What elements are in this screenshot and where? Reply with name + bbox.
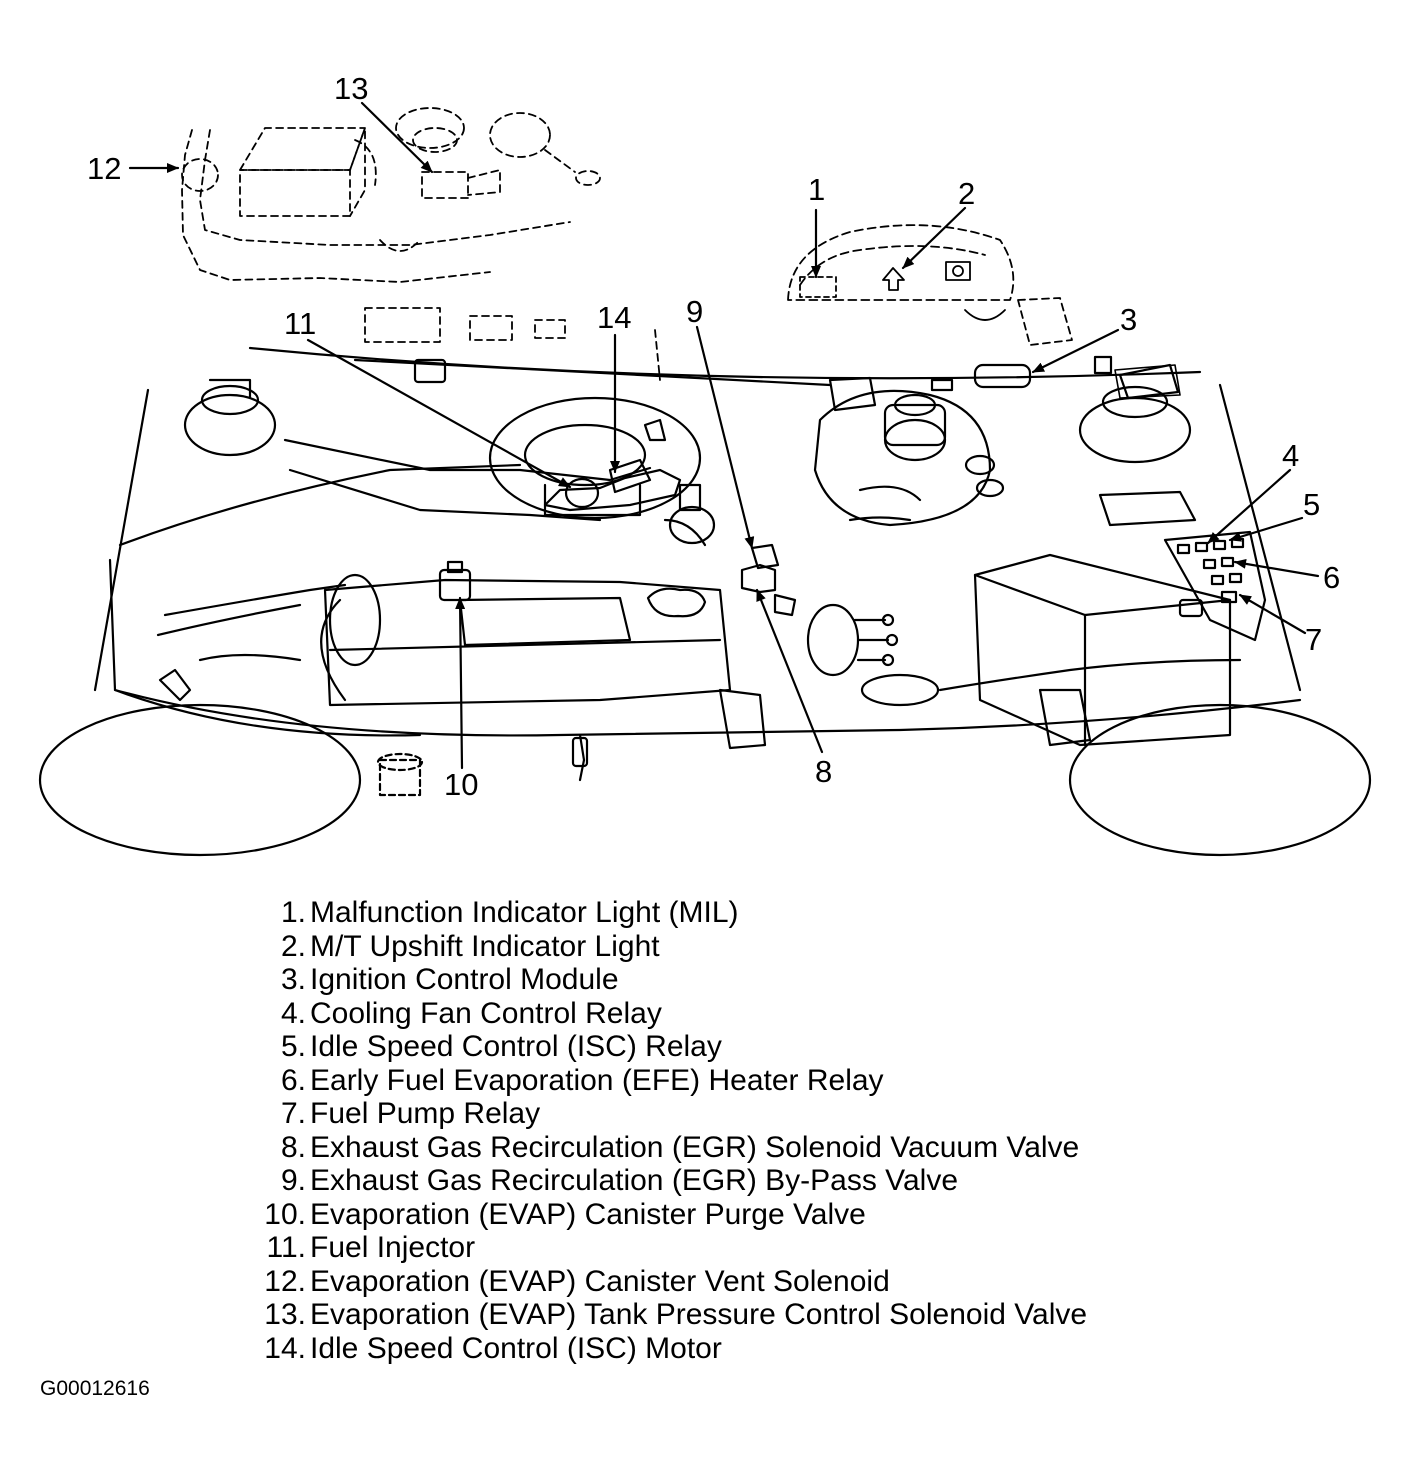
- legend-label: Evaporation (EVAP) Tank Pressure Control…: [310, 1298, 1088, 1331]
- legend-number: 9.: [280, 1164, 306, 1197]
- cowl-line: [248, 346, 1202, 380]
- callout-3: 3: [1120, 302, 1137, 337]
- legend-item: 13.Evaporation (EVAP) Tank Pressure Cont…: [250, 1298, 1250, 1332]
- legend-item: 12.Evaporation (EVAP) Canister Vent Sole…: [250, 1265, 1250, 1299]
- callout-numbers: 1 2 3 4 5 6 7 8 9 10 11 12 13 14: [87, 71, 1340, 802]
- legend-item: 9.Exhaust Gas Recirculation (EGR) By-Pas…: [250, 1164, 1250, 1198]
- engine-bay-outline: [93, 355, 1302, 797]
- legend-label: Exhaust Gas Recirculation (EGR) Solenoid…: [310, 1130, 1080, 1164]
- legend-label: Early Fuel Evaporation (EFE) Heater Rela…: [310, 1063, 884, 1097]
- legend-number: 6.: [280, 1063, 306, 1097]
- leader-lines: [128, 101, 1320, 770]
- callout-1: 1: [808, 172, 825, 207]
- legend-label: Cooling Fan Control Relay: [310, 996, 662, 1030]
- legend-item: 6.Early Fuel Evaporation (EFE) Heater Re…: [250, 1064, 1250, 1098]
- evap-tank-inset: [181, 107, 661, 381]
- callout-7: 7: [1305, 622, 1322, 657]
- legend-item: 5.Idle Speed Control (ISC) Relay: [250, 1030, 1250, 1064]
- engine-component-locator-diagram: 1 2 3 4 5 6 7 8 9 10 11 12 13 14: [38, 71, 1372, 857]
- callout-12: 12: [87, 151, 121, 186]
- callout-11: 11: [284, 306, 316, 341]
- legend-label: Exhaust Gas Recirculation (EGR) By-Pass …: [310, 1164, 959, 1197]
- legend-item: 1.Malfunction Indicator Light (MIL): [250, 896, 1250, 930]
- legend-item: 11.Fuel Injector: [250, 1231, 1250, 1265]
- legend-label: Evaporation (EVAP) Canister Purge Valve: [310, 1197, 866, 1231]
- legend-label: Fuel Injector: [310, 1231, 476, 1264]
- callout-13: 13: [334, 71, 368, 106]
- legend-item: 10.Evaporation (EVAP) Canister Purge Val…: [250, 1198, 1250, 1232]
- legend-label: Idle Speed Control (ISC) Relay: [310, 1030, 722, 1063]
- legend-item: 4.Cooling Fan Control Relay: [250, 997, 1250, 1031]
- legend-number: 8.: [280, 1130, 306, 1164]
- callout-10: 10: [444, 767, 478, 802]
- legend-number: 2.: [280, 929, 306, 963]
- figure-id: G00012616: [40, 1377, 150, 1400]
- legend-item: 14.Idle Speed Control (ISC) Motor: [250, 1332, 1250, 1366]
- legend-number: 4.: [280, 996, 306, 1030]
- legend-label: Idle Speed Control (ISC) Motor: [310, 1331, 722, 1365]
- legend-label: Ignition Control Module: [310, 963, 619, 996]
- legend-number: 7.: [280, 1097, 306, 1130]
- legend-label: Malfunction Indicator Light (MIL): [310, 896, 739, 929]
- legend-number: 10.: [264, 1197, 306, 1231]
- callout-14: 14: [597, 300, 631, 335]
- legend-label: M/T Upshift Indicator Light: [310, 929, 660, 963]
- cowl-line-lower: [353, 358, 832, 387]
- callout-8: 8: [815, 754, 832, 789]
- legend-label: Fuel Pump Relay: [310, 1097, 541, 1130]
- legend-number: 3.: [280, 963, 306, 996]
- legend-number: 14.: [264, 1331, 306, 1365]
- legend-number: 13.: [264, 1298, 306, 1331]
- legend-item: 8.Exhaust Gas Recirculation (EGR) Soleno…: [250, 1131, 1250, 1165]
- callout-5: 5: [1303, 487, 1320, 522]
- instrument-cluster: [787, 224, 1073, 346]
- legend-label: Evaporation (EVAP) Canister Vent Solenoi…: [310, 1264, 890, 1298]
- legend-item: 3.Ignition Control Module: [250, 963, 1250, 997]
- legend-number: 5.: [280, 1030, 306, 1063]
- legend-number: 1.: [280, 896, 306, 929]
- callout-9: 9: [686, 294, 703, 329]
- legend-item: 7.Fuel Pump Relay: [250, 1097, 1250, 1131]
- callout-2: 2: [958, 176, 975, 211]
- right-wheel-shape: [1068, 703, 1372, 857]
- left-wheel-shape: [38, 703, 362, 857]
- callout-6: 6: [1323, 560, 1340, 595]
- legend-number: 11.: [266, 1231, 306, 1264]
- legend-number: 12.: [264, 1264, 306, 1298]
- callout-4: 4: [1282, 438, 1299, 473]
- legend-item: 2.M/T Upshift Indicator Light: [250, 930, 1250, 964]
- component-legend: 1.Malfunction Indicator Light (MIL) 2.M/…: [250, 896, 1250, 1365]
